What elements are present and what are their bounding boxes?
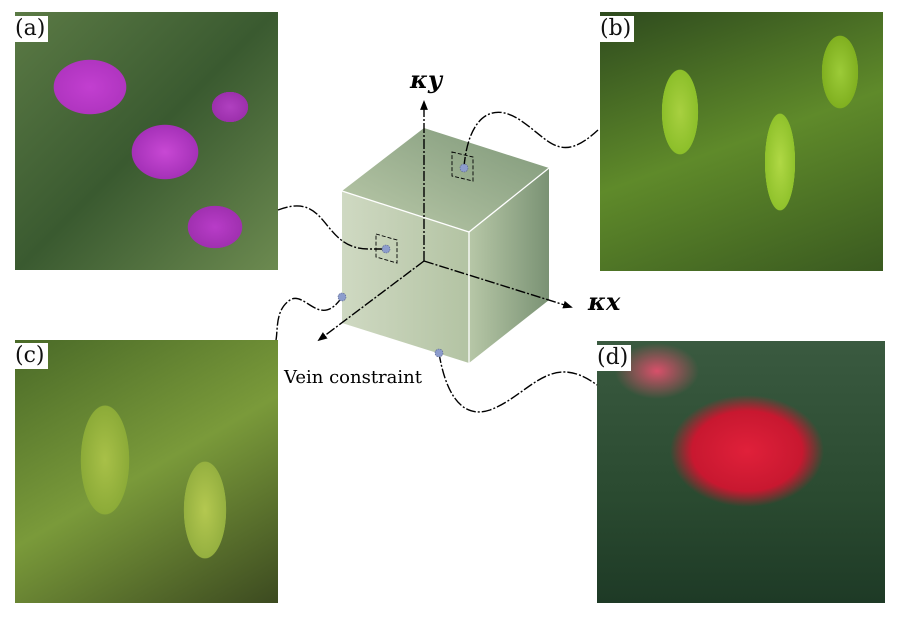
panel-label-a: (a) [12,16,49,42]
design-point-c [337,292,347,302]
connector-d [438,352,598,413]
y-axis-label: κy [409,65,444,94]
x-axis [423,260,573,309]
photo-green-leaves [600,12,883,271]
connector-b [463,111,599,168]
vein-axis [317,260,425,342]
selection-box-a [375,233,398,264]
photo-veined-leaves [15,340,278,603]
design-point-b [459,163,469,173]
panel-label-d: (d) [594,345,632,371]
connector-a [277,205,386,250]
x-axis-label: κx [587,287,621,316]
photo-spider-lily [597,341,885,603]
selection-box-b [451,151,474,182]
photo-azalea [15,12,278,270]
panel-label-b: (b) [597,16,635,42]
design-point-d [434,348,444,358]
cube-front-face [342,191,469,363]
connector-c [275,296,343,341]
cube-top-face [342,128,549,232]
design-point-a [381,244,391,254]
panel-label-c: (c) [12,343,48,369]
vein-axis-label: Vein constraint [283,367,423,388]
